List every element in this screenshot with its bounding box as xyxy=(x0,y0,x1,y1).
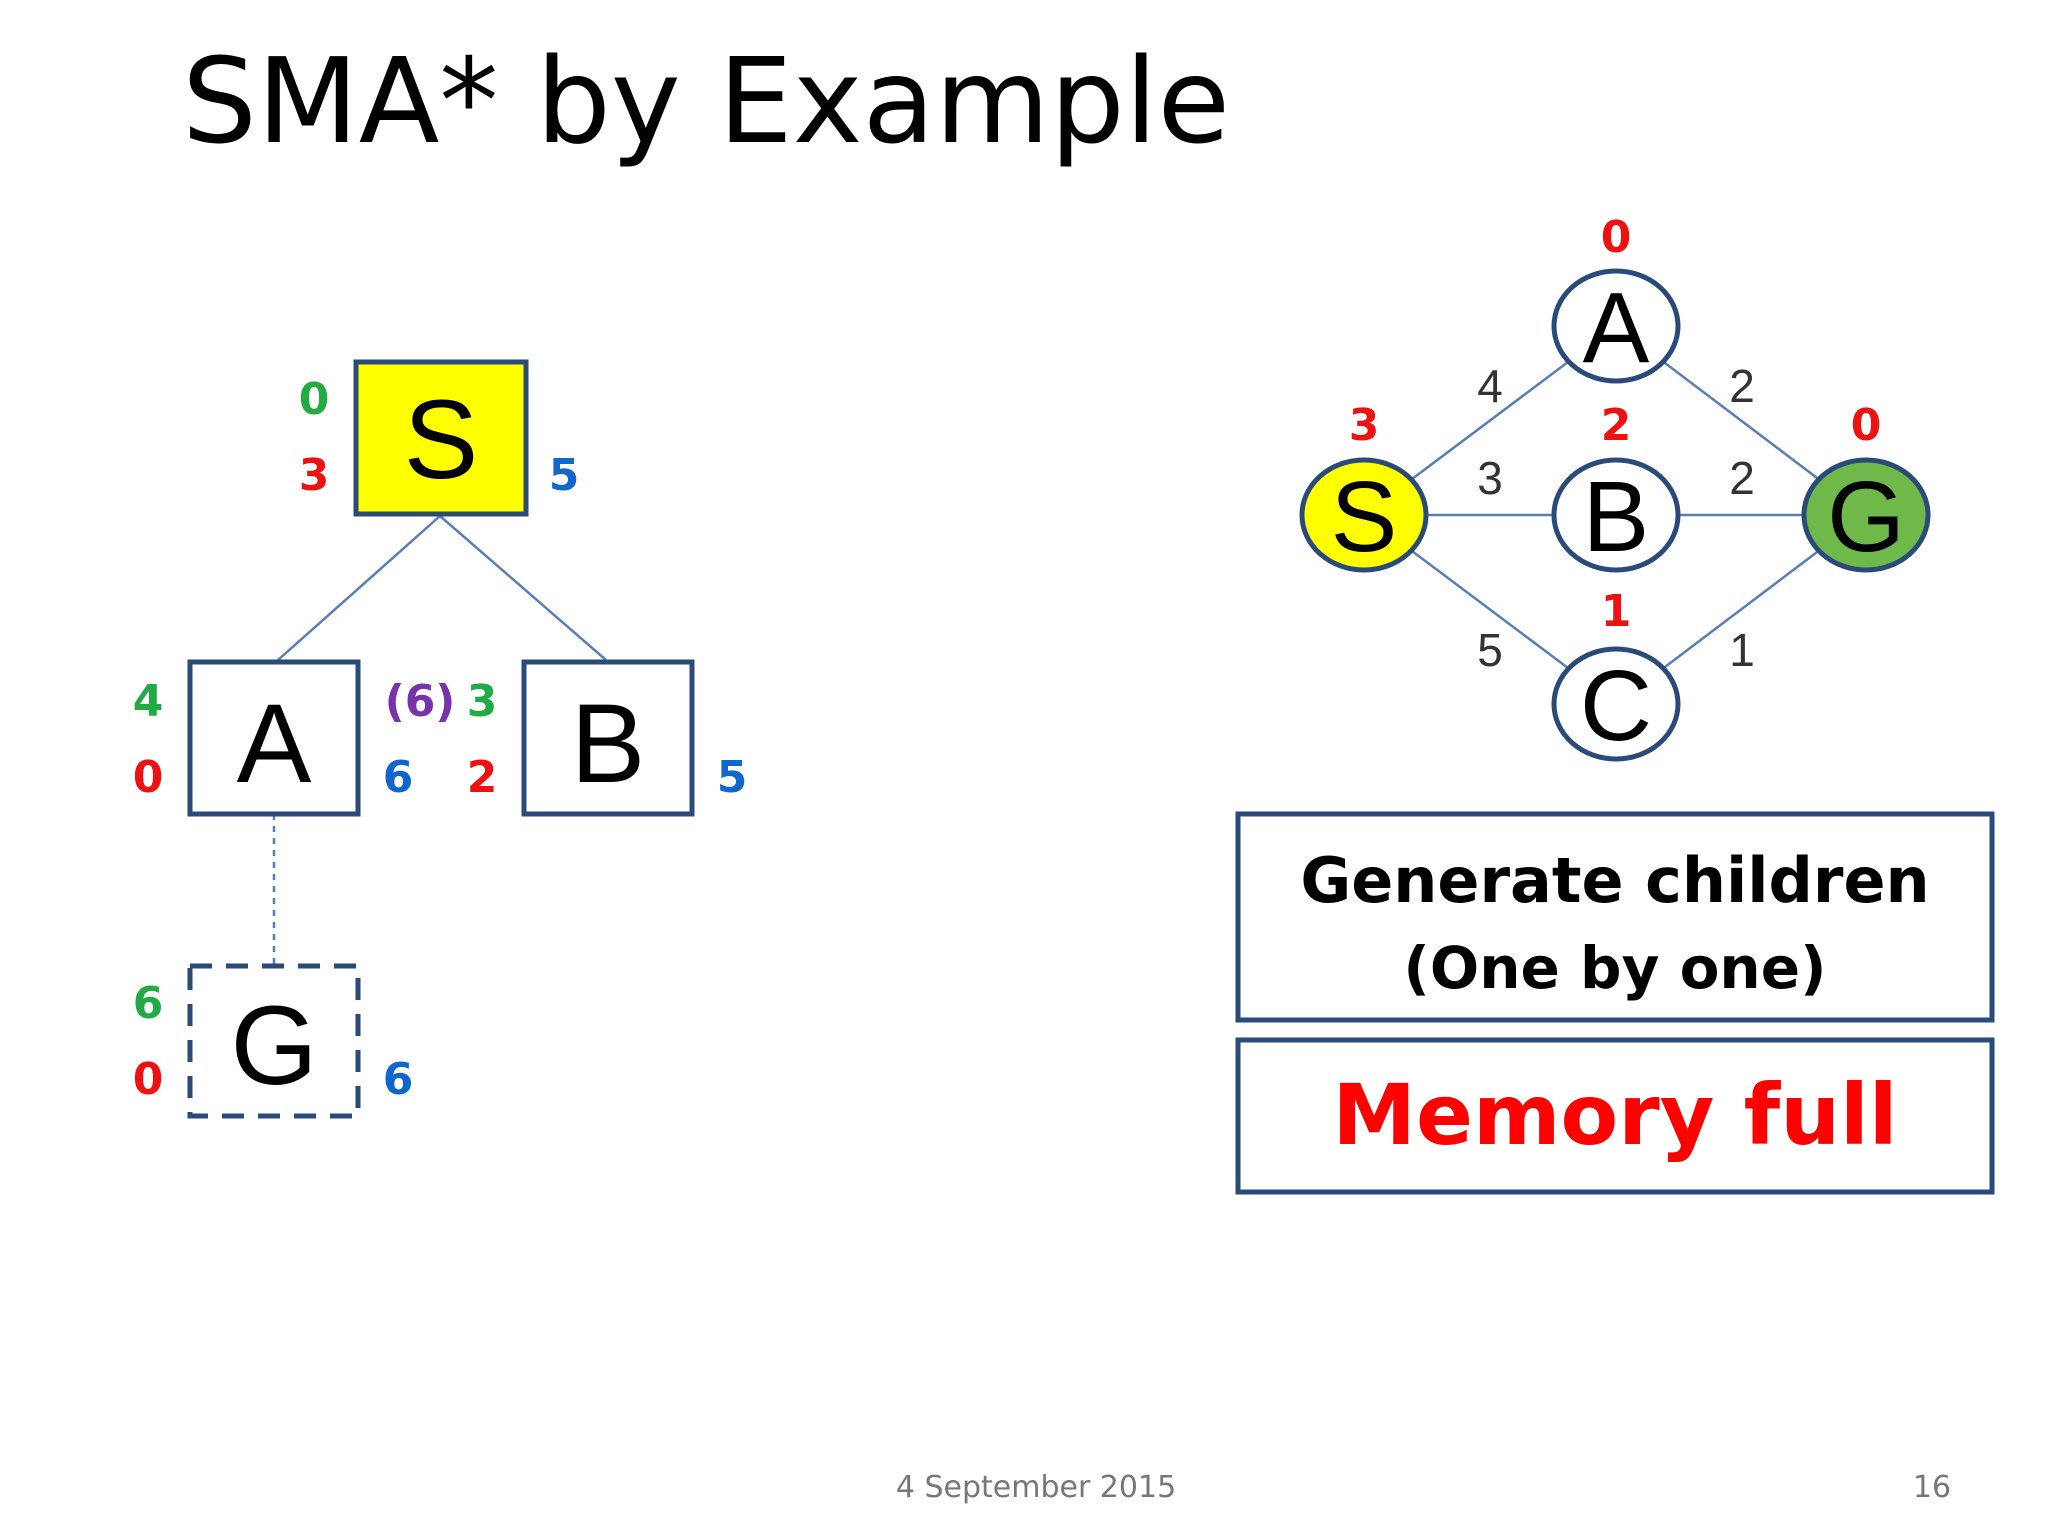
graph-edge-c-g-cost: 1 xyxy=(1729,624,1755,676)
info-box: Generate children (One by one) xyxy=(1235,811,1995,1023)
graph-node-s-label: S xyxy=(1331,461,1398,573)
graph-edge-b-g-cost: 2 xyxy=(1729,452,1755,504)
tree-b-h-value: 2 xyxy=(467,752,498,803)
tree-b-g-value: 3 xyxy=(467,676,498,727)
search-tree: S 0 3 5 A 4 0 6 B (6) 3 2 5 G 6 0 6 xyxy=(133,359,748,1119)
tree-node-a-label: A xyxy=(237,681,312,806)
graph-edge-a-g-cost: 2 xyxy=(1729,360,1755,412)
graph-node-c: C xyxy=(1551,646,1681,762)
tree-g-h-value: 0 xyxy=(133,1054,164,1105)
tree-b-forgotten-f-value: (6) xyxy=(385,676,456,727)
graph-node-b-heuristic: 2 xyxy=(1601,400,1632,451)
tree-g-f-value: 6 xyxy=(383,1054,414,1105)
graph-node-b: B xyxy=(1551,457,1681,573)
tree-node-b: B xyxy=(521,659,695,817)
graph-edge-s-a-cost: 4 xyxy=(1477,360,1503,412)
tree-b-f-value: 5 xyxy=(717,752,748,803)
memory-full-text: Memory full xyxy=(1332,1066,1897,1164)
page-number: 16 xyxy=(1913,1470,1951,1505)
footer-date: 4 September 2015 xyxy=(896,1470,1176,1505)
tree-a-h-value: 0 xyxy=(133,752,164,803)
info-box-line1: Generate children xyxy=(1300,844,1929,917)
tree-node-a: A xyxy=(187,659,361,817)
slide-title: SMA* by Example xyxy=(182,32,1230,170)
tree-s-f-value: 5 xyxy=(549,450,580,501)
graph-node-a-heuristic: 0 xyxy=(1601,212,1632,263)
tree-g-g-value: 6 xyxy=(133,978,164,1029)
problem-graph: 4 2 3 2 5 1 A S B G C 0 3 2 0 1 xyxy=(1299,212,1931,762)
tree-edge-s-a xyxy=(277,515,441,661)
tree-node-g-label: G xyxy=(230,983,317,1108)
tree-edge-s-b xyxy=(439,515,607,661)
tree-s-h-value: 3 xyxy=(299,450,330,501)
graph-node-c-label: C xyxy=(1580,650,1652,762)
tree-node-s: S xyxy=(353,359,529,517)
tree-s-g-value: 0 xyxy=(299,374,330,425)
graph-node-s-heuristic: 3 xyxy=(1349,400,1380,451)
tree-a-f-value: 6 xyxy=(383,752,414,803)
graph-node-a-label: A xyxy=(1583,272,1650,384)
status-box: Memory full xyxy=(1235,1037,1995,1195)
tree-node-g: G xyxy=(187,963,361,1119)
graph-node-g: G xyxy=(1801,457,1931,573)
graph-edge-s-b-cost: 3 xyxy=(1477,452,1503,504)
tree-node-b-label: B xyxy=(571,681,646,806)
tree-node-s-label: S xyxy=(404,377,479,502)
tree-a-g-value: 4 xyxy=(133,676,164,727)
graph-node-s: S xyxy=(1299,457,1429,573)
graph-node-g-heuristic: 0 xyxy=(1851,400,1882,451)
info-box-line2: (One by one) xyxy=(1403,934,1826,1002)
graph-node-c-heuristic: 1 xyxy=(1601,586,1632,637)
graph-node-g-label: G xyxy=(1827,461,1905,573)
graph-node-a: A xyxy=(1551,268,1681,384)
graph-edge-s-c-cost: 5 xyxy=(1477,624,1503,676)
graph-node-b-label: B xyxy=(1583,461,1650,573)
